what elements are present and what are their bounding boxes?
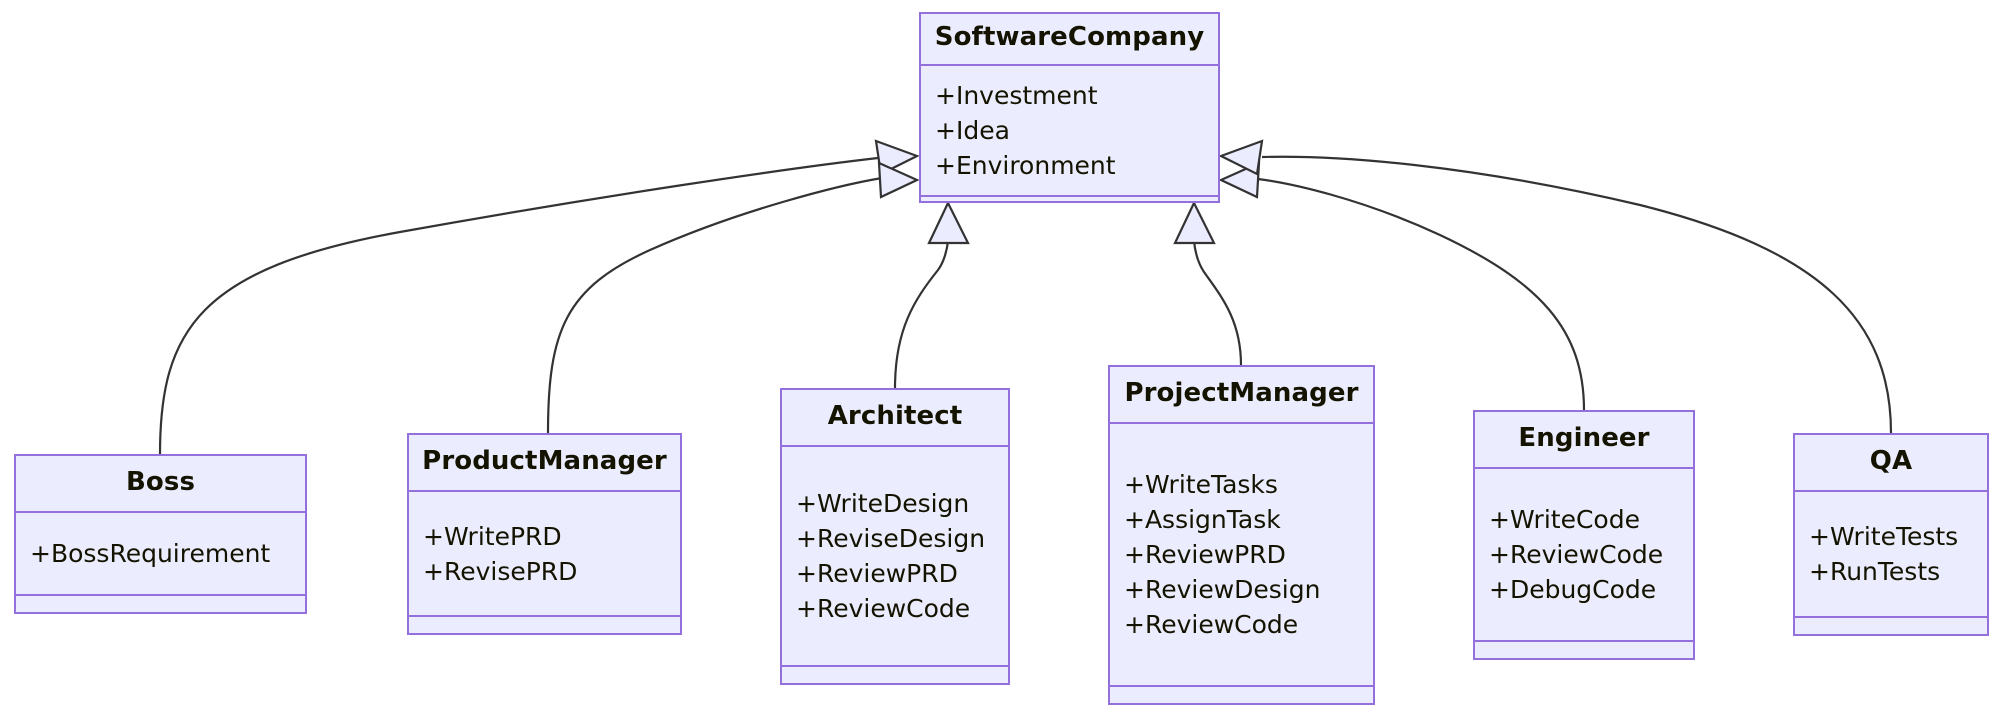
edge-projectmanager-to-softwarecompany <box>1192 240 1243 366</box>
class-methods-compartment-architect <box>782 667 1008 683</box>
class-member: +WritePRD <box>423 521 562 551</box>
class-members-compartment-project-manager: +WriteTasks +AssignTask +ReviewPRD +Revi… <box>1110 424 1373 687</box>
arrowhead-boss-to-softwarecompany <box>874 139 920 176</box>
class-node-qa[interactable]: QA +WriteTests +RunTests <box>1793 433 1989 636</box>
class-name-qa: QA <box>1869 445 1913 476</box>
class-title-compartment-boss: Boss <box>16 456 305 513</box>
class-methods-compartment-qa <box>1795 618 1987 634</box>
class-members-compartment-engineer: +WriteCode +ReviewCode +DebugCode <box>1475 469 1693 642</box>
class-member: +RevisePRD <box>423 556 578 586</box>
class-member: +Idea <box>935 115 1010 145</box>
class-member: +Environment <box>935 150 1116 180</box>
edge-boss-to-softwarecompany <box>158 156 879 455</box>
arrowhead-engineer-to-softwarecompany <box>1218 161 1261 199</box>
edge-architect-to-softwarecompany <box>893 240 950 389</box>
class-members-compartment-qa: +WriteTests +RunTests <box>1795 492 1987 618</box>
class-member: +ReviseDesign <box>796 524 986 553</box>
class-member: +WriteTasks <box>1124 470 1278 499</box>
class-name-architect: Architect <box>827 400 963 431</box>
class-title-compartment-software-company: SoftwareCompany <box>921 14 1218 66</box>
class-name-project-manager: ProjectManager <box>1124 377 1359 408</box>
class-member: +WriteDesign <box>796 489 970 518</box>
class-members-compartment-boss: +BossRequirement <box>16 513 305 596</box>
class-methods-compartment-software-company <box>921 197 1218 213</box>
class-title-compartment-architect: Architect <box>782 390 1008 447</box>
class-methods-compartment-product-manager <box>409 617 680 633</box>
class-member: +BossRequirement <box>30 539 271 568</box>
class-methods-compartment-boss <box>16 596 305 612</box>
class-name-software-company: SoftwareCompany <box>934 22 1205 52</box>
class-member: +AssignTask <box>1124 505 1281 534</box>
arrowhead-productmanager-to-softwarecompany <box>877 161 920 199</box>
class-node-engineer[interactable]: Engineer +WriteCode +ReviewCode +DebugCo… <box>1473 410 1695 660</box>
class-title-compartment-qa: QA <box>1795 435 1987 492</box>
class-member: +RunTests <box>1809 557 1941 586</box>
class-member: +ReviewCode <box>1124 610 1299 639</box>
class-title-compartment-product-manager: ProductManager <box>409 435 680 492</box>
class-member: +ReviewCode <box>796 594 971 623</box>
class-member: +ReviewPRD <box>796 559 958 588</box>
class-member: +Investment <box>935 80 1098 110</box>
class-node-architect[interactable]: Architect +WriteDesign +ReviseDesign +Re… <box>780 388 1010 685</box>
class-node-project-manager[interactable]: ProjectManager +WriteTasks +AssignTask +… <box>1108 365 1375 705</box>
class-node-boss[interactable]: Boss +BossRequirement <box>14 454 307 614</box>
class-members-compartment-product-manager: +WritePRD +RevisePRD <box>409 492 680 617</box>
arrowhead-qa-to-softwarecompany <box>1218 139 1264 176</box>
class-title-compartment-engineer: Engineer <box>1475 412 1693 469</box>
class-member: +DebugCode <box>1489 575 1657 604</box>
class-member: +ReviewCode <box>1489 540 1664 569</box>
class-name-boss: Boss <box>125 466 196 497</box>
class-name-product-manager: ProductManager <box>422 445 667 476</box>
class-name-engineer: Engineer <box>1518 422 1650 453</box>
class-node-product-manager[interactable]: ProductManager +WritePRD +RevisePRD <box>407 433 682 635</box>
class-methods-compartment-project-manager <box>1110 687 1373 703</box>
class-member: +WriteCode <box>1489 505 1640 534</box>
class-members-compartment-architect: +WriteDesign +ReviseDesign +ReviewPRD +R… <box>782 447 1008 667</box>
class-methods-compartment-engineer <box>1475 642 1693 658</box>
class-member: +ReviewDesign <box>1124 575 1321 604</box>
class-title-compartment-project-manager: ProjectManager <box>1110 367 1373 424</box>
class-member: +ReviewPRD <box>1124 540 1286 569</box>
class-node-software-company[interactable]: SoftwareCompany +Investment +Idea +Envir… <box>919 12 1220 203</box>
class-members-compartment-software-company: +Investment +Idea +Environment <box>921 66 1218 197</box>
class-member: +WriteTests <box>1809 522 1959 551</box>
